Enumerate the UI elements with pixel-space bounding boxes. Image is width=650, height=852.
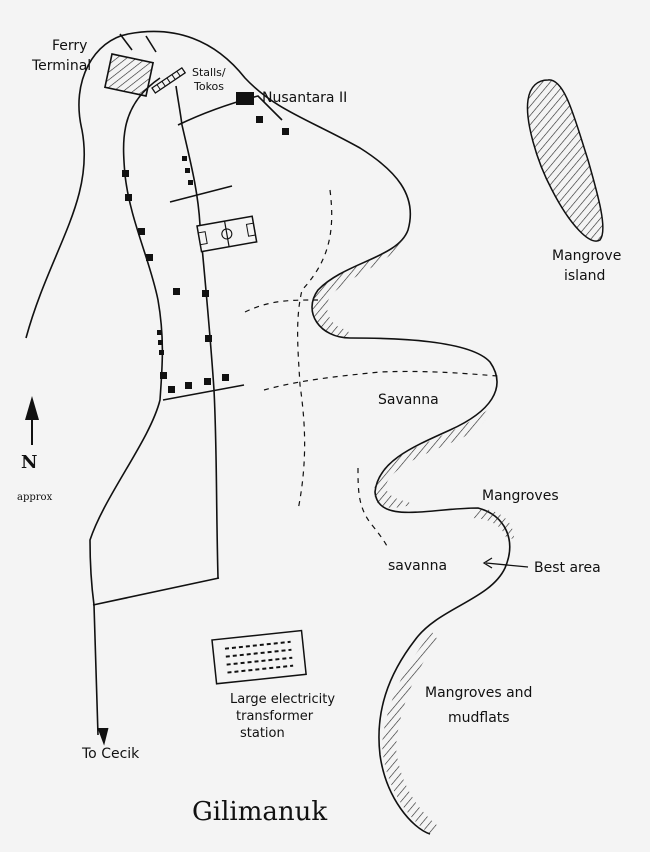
road-cross-upper [169, 185, 233, 203]
north-arrow-icon [25, 396, 39, 420]
label-north: N [21, 452, 37, 473]
road-terminal-1 [119, 33, 133, 51]
map-title: Gilimanuk [192, 797, 327, 827]
label-to-cecik: To Cecik [81, 746, 140, 762]
label-savanna-lower: savanna [388, 558, 447, 574]
football-field [196, 215, 258, 253]
road-terminal-2 [145, 35, 157, 53]
road-south-cross [92, 577, 220, 606]
arrow-to-cecik [97, 727, 109, 746]
label-stalls-line1: Stalls/ [192, 66, 226, 79]
label-electricity-line1: Large electricity [230, 692, 335, 707]
stalls-row [151, 66, 187, 94]
label-ferry-line1: Ferry [52, 38, 87, 54]
nusantara-building [236, 92, 254, 105]
best-area-arrow [485, 562, 529, 568]
road-east [175, 85, 219, 579]
label-best-area: Best area [534, 560, 601, 576]
label-mangrove-island-line2: island [564, 268, 605, 284]
buildings [122, 116, 289, 393]
mangrove-hatch-upper [312, 230, 408, 338]
dashed-tracks [244, 189, 499, 549]
mangrove-hatch-lower [382, 632, 438, 834]
mangrove-hatch-best [470, 508, 514, 540]
label-ferry-line2: Terminal [31, 58, 91, 74]
label-electricity-line2: transformer [236, 709, 314, 724]
label-mangrove-island-line1: Mangrove [552, 248, 621, 264]
mangrove-hatch-middle [374, 408, 490, 508]
label-mangroves-mudflats-line2: mudflats [448, 710, 510, 726]
label-north-note: approx [17, 492, 53, 503]
label-nusantara: Nusantara II [262, 90, 347, 106]
label-mangroves-mudflats-line1: Mangroves and [425, 685, 532, 701]
mangrove-island [526, 79, 604, 242]
road-branch-north [177, 95, 283, 126]
best-area-arrowhead [482, 557, 493, 569]
road-cross-middle [162, 384, 245, 401]
label-mangroves: Mangroves [482, 488, 559, 504]
coastline [25, 30, 511, 835]
label-electricity-line3: station [240, 726, 285, 741]
label-savanna-upper: Savanna [378, 392, 439, 408]
label-stalls-line2: Tokos [193, 80, 224, 93]
ferry-terminal [103, 53, 155, 97]
transformer-station [211, 629, 307, 685]
